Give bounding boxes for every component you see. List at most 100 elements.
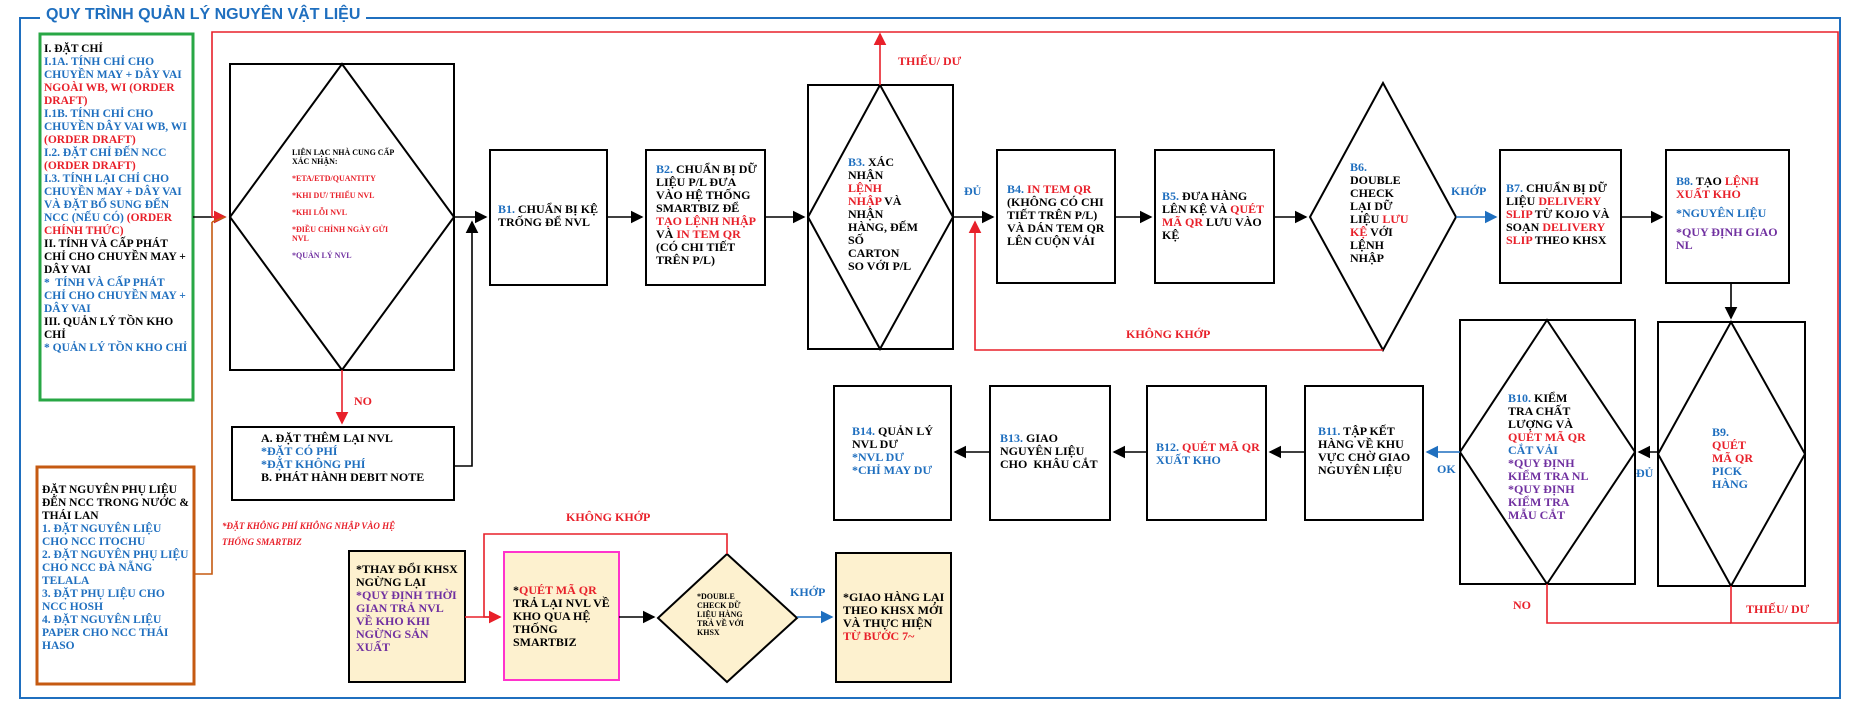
outer-frame <box>19 17 1841 699</box>
b6-run: DOUBLE CHECK LẠI DỮ LIỆU <box>1350 160 1404 226</box>
b6-run: B6. <box>1350 160 1368 174</box>
b10-line: *QUY ĐỊNH KIỂM TRA NL <box>1508 457 1592 483</box>
double-check-return-diamond <box>656 552 799 684</box>
left-bottom-panel-line: 3. ĐẶT PHỤ LIỆU CHO NCC HOSH <box>42 588 190 614</box>
left-panel-line: III. QUẢN LÝ TỒN KHO CHỈ <box>44 316 189 342</box>
b14-line: *CHỈ MAY DƯ <box>852 464 944 477</box>
label-khop-b6: KHỚP <box>1451 184 1487 198</box>
label-no-b10: NO <box>1513 598 1531 612</box>
left-panel-run: I.1A. TÍNH CHỈ CHO CHUYỀN MAY + DÂY VAI <box>44 56 185 81</box>
b12-line: B12. QUÉT MÃ QR XUẤT KHO <box>1156 441 1264 467</box>
left-bottom-panel-line: 1. ĐẶT NGUYÊN LIỆU CHO NCC ITOCHU <box>42 523 190 549</box>
left-panel-line: I. ĐẶT CHỈ <box>44 43 189 56</box>
label-khong-khop-b6: KHÔNG KHỚP <box>1126 327 1211 341</box>
b14-run: *NVL DƯ <box>852 450 904 464</box>
b12-run: XUẤT KHO <box>1156 440 1263 467</box>
b6-run: VỚI LỆNH NHẬP <box>1350 225 1396 265</box>
b11-run: TẬP KẾT HÀNG VỀ KHU VỰC CHỜ GIAO NGUYÊN … <box>1318 424 1414 477</box>
contact-diamond-line: *KHI LỖI NVL <box>292 208 402 217</box>
label-du-b9: ĐỦ <box>1636 466 1654 480</box>
double-check-return-line: *DOUBLE CHECK DỮ LIỆU HÀNG TRẢ VỀ VỚI KH… <box>697 592 761 637</box>
box-a-run: A. ĐẶT THÊM LẠI NVL <box>261 431 393 445</box>
contact-diamond-run: *QUẢN LÝ NVL <box>292 251 352 260</box>
label-du-b3: ĐỦ <box>964 184 982 198</box>
b5-run: ĐƯA HÀNG LÊN KỆ VÀ <box>1162 189 1251 216</box>
b8-run: TẠO <box>1695 174 1725 188</box>
b2-run: B2. <box>656 162 677 176</box>
left-bottom-panel-run: ĐẶT NGUYÊN PHỤ LIỆU ĐẾN NCC TRONG NƯỚC &… <box>42 484 192 522</box>
b10-run: B10. <box>1508 391 1535 405</box>
khsx-change-line: *THAY ĐỔI KHSX NGỪNG LẠI <box>356 563 460 589</box>
b12-text: B12. QUÉT MÃ QR XUẤT KHO <box>1156 441 1264 467</box>
label-thieu-du-b9: THIẾU/ DƯ <box>1746 602 1810 616</box>
redeliver-box <box>835 552 952 683</box>
left-panel-run: * QUẢN LÝ TỒN KHO CHỈ <box>44 342 188 354</box>
b2-line: B2. CHUẨN BỊ DỮ LIỆU P/L ĐƯA VÀO HỆ THỐN… <box>656 163 762 267</box>
left-panel-run: * TÍNH VÀ CẤP PHÁT CHỈ CHO CHUYỀN MAY + … <box>44 277 189 315</box>
left-bottom-panel-run: 4. ĐẶT NGUYÊN LIỆU PAPER CHO NCC THÁI HA… <box>42 614 172 652</box>
b10-run: *QUY ĐỊNH KIỂM TRA MẪU CẮT <box>1508 482 1578 522</box>
b14-text: B14. QUẢN LÝ NVL DƯ*NVL DƯ*CHỈ MAY DƯ <box>852 425 944 477</box>
b14-run: QUẢN LÝ NVL DƯ <box>852 424 937 451</box>
b7-run: DELIVERY SLIP <box>1506 220 1608 247</box>
khsx-change-run: *THAY ĐỔI KHSX NGỪNG LẠI <box>356 562 461 589</box>
left-panel-run: I. ĐẶT CHỈ <box>44 43 103 55</box>
loop-b10-no <box>1546 584 1731 624</box>
b14-run: *CHỈ MAY DƯ <box>852 463 932 477</box>
redeliver-line: *GIAO HÀNG LẠI THEO KHSX MỚI VÀ THỰC HIỆ… <box>843 591 947 643</box>
loop-top <box>211 31 1839 624</box>
box-a-line: *ĐẶT KHÔNG PHÍ <box>261 458 446 471</box>
b14-run: B14. <box>852 424 879 438</box>
redeliver-run: *GIAO HÀNG LẠI THEO KHSX MỚI VÀ THỰC HIỆ… <box>843 590 948 630</box>
b13-line: B13. GIAO NGUYÊN LIỆU CHO KHÂU CẮT <box>1000 432 1108 471</box>
left-panel-run: (ORDER DRAFT) <box>44 160 136 172</box>
box-a-line: *ĐẶT CÓ PHÍ <box>261 445 446 458</box>
b10-run: KIỂM TRA CHẤT LƯỢNG VÀ <box>1508 391 1577 431</box>
b12-run: B12. <box>1156 440 1183 454</box>
b8-run: LỆNH XUẤT KHO <box>1676 174 1762 201</box>
b9-line: B9. QUÉT MÃ QR PICK HÀNG <box>1712 426 1760 491</box>
b6-line: B6. DOUBLE CHECK LẠI DỮ LIỆU LƯU KỆ VỚI … <box>1350 161 1416 265</box>
left-bottom-panel-run: 3. ĐẶT PHỤ LIỆU CHO NCC HOSH <box>42 588 168 613</box>
b7-run: TỪ KOJO VÀ SOẠN <box>1506 207 1613 234</box>
contact-diamond-text: LIÊN LẠC NHÀ CUNG CẤP XÁC NHẬN: *ETA/ETD/… <box>292 148 402 260</box>
b9-text: B9. QUÉT MÃ QR PICK HÀNG <box>1712 426 1760 491</box>
b5-line: B5. ĐƯA HÀNG LÊN KỆ VÀ QUÉT MÃ QR LƯU VÀ… <box>1162 190 1268 242</box>
b13-text: B13. GIAO NGUYÊN LIỆU CHO KHÂU CẮT <box>1000 432 1108 471</box>
contact-diamond-line: LIÊN LẠC NHÀ CUNG CẤP XÁC NHẬN: <box>292 148 402 166</box>
b4-text: B4. IN TEM QR (KHÔNG CÓ CHI TIẾT TRÊN P/… <box>1007 183 1111 248</box>
return-box <box>503 551 620 681</box>
b6-run: LƯU KỆ <box>1350 212 1412 239</box>
khsx-change-line: *QUY ĐỊNH THỜI GIAN TRẢ NVL VỀ KHO KHI N… <box>356 589 460 654</box>
b7-run: DELIVERY SLIP <box>1506 194 1604 221</box>
b7-run: THEO KHSX <box>1532 233 1607 247</box>
left-panel-line: I.1B. TÍNH CHỈ CHO CHUYỀN DÂY VAI WB, WI… <box>44 108 189 147</box>
left-panel-run: (ORDER CHÍNH THỨC) <box>44 212 175 237</box>
b1-run: CHUẨN BỊ KỆ TRỐNG ĐỂ NVL <box>498 202 601 229</box>
b8-run: B8. <box>1676 174 1696 188</box>
connectors-red <box>211 31 1839 624</box>
contact-diamond-run: *ETA/ETD/QUANTITY <box>292 174 376 183</box>
arrow-a-to-b1 <box>454 220 479 467</box>
khsx-change-text: *THAY ĐỔI KHSX NGỪNG LẠI*QUY ĐỊNH THỜI G… <box>356 563 460 654</box>
b8-text: B8. TẠO LỆNH XUẤT KHO*NGUYÊN LIỆU*QUY ĐỊ… <box>1676 175 1784 252</box>
khsx-change-box <box>348 550 466 683</box>
b2-run: (CÓ CHI TIẾT TRÊN P/L) <box>656 227 744 267</box>
b11-run: B11. <box>1318 424 1344 438</box>
b11-box <box>1304 385 1424 521</box>
box-a-line: B. PHÁT HÀNH DEBIT NOTE <box>261 471 446 484</box>
left-panel-box <box>38 32 195 402</box>
left-panel-run: I.1B. TÍNH CHỈ CHO CHUYỀN DÂY VAI WB, WI <box>44 108 190 133</box>
label-no-contact: NO <box>354 394 372 408</box>
redeliver-text: *GIAO HÀNG LẠI THEO KHSX MỚI VÀ THỰC HIỆ… <box>843 591 947 643</box>
contact-diamond-run: LIÊN LẠC NHÀ CUNG CẤP XÁC NHẬN: <box>292 148 396 166</box>
left-panel-run: I.2. ĐẶT CHỈ ĐẾN NCC <box>44 147 170 159</box>
left-bottom-panel-text: ĐẶT NGUYÊN PHỤ LIỆU ĐẾN NCC TRONG NƯỚC &… <box>42 484 190 653</box>
left-bottom-panel-run: 1. ĐẶT NGUYÊN LIỆU CHO NCC ITOCHU <box>42 523 165 548</box>
b10-run: CẮT VẢI <box>1508 430 1589 457</box>
box-a-run: *ĐẶT KHÔNG PHÍ <box>261 457 366 471</box>
b3-line: B3. XÁC NHẬN LỆNH NHẬP VÀ NHẬN HÀNG, ĐẾM… <box>848 156 918 273</box>
left-panel-line: I.1A. TÍNH CHỈ CHO CHUYỀN MAY + DÂY VAI … <box>44 56 189 108</box>
note-no-fee: *ĐẶT KHÔNG PHÍ KHÔNG NHẬP VÀO HỆ THỐNG S… <box>222 521 396 547</box>
left-panel-line: I.3. TÍNH LẠI CHỈ CHO CHUYỀN MAY + DÂY V… <box>44 173 189 238</box>
